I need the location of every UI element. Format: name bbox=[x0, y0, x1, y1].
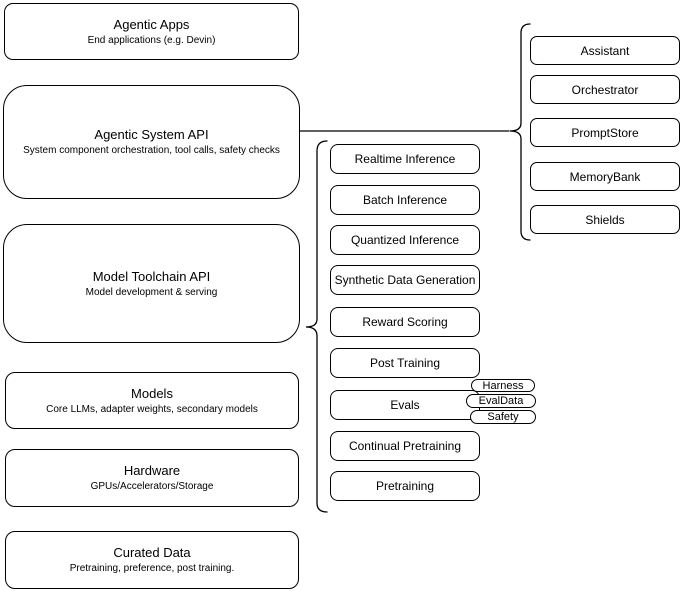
box-subtitle: End applications (e.g. Devin) bbox=[87, 34, 216, 46]
box-subtitle: Model development & serving bbox=[85, 286, 218, 298]
toolchain-node-reward-scoring: Reward Scoring bbox=[330, 307, 480, 337]
toolchain-node-evals: Evals bbox=[330, 390, 480, 420]
toolchain-node-continual-pretraining: Continual Pretraining bbox=[330, 431, 480, 461]
system-node-assistant: Assistant bbox=[530, 36, 680, 65]
system-node-orchestrator: Orchestrator bbox=[530, 75, 680, 104]
box-subtitle: GPUs/Accelerators/Storage bbox=[90, 481, 214, 492]
stack-box-agentic-apps: Agentic Apps End applications (e.g. Devi… bbox=[4, 3, 299, 60]
toolchain-node-post-training: Post Training bbox=[330, 348, 480, 378]
system-group-brace bbox=[509, 23, 531, 241]
toolchain-node-batch-inference: Batch Inference bbox=[330, 185, 480, 215]
system-node-promptstore: PromptStore bbox=[530, 118, 680, 147]
eval-pill-safety: Safety bbox=[470, 410, 536, 424]
box-subtitle: System component orchestration, tool cal… bbox=[23, 145, 280, 156]
box-subtitle: Core LLMs, adapter weights, secondary mo… bbox=[46, 403, 258, 415]
stack-box-curated-data: Curated Data Pretraining, preference, po… bbox=[5, 531, 299, 589]
stack-box-models: Models Core LLMs, adapter weights, secon… bbox=[5, 372, 299, 429]
box-title: Curated Data bbox=[113, 545, 191, 560]
box-subtitle: Pretraining, preference, post training. bbox=[69, 563, 235, 574]
toolchain-node-synthetic-data-generation: Synthetic Data Generation bbox=[330, 265, 480, 295]
box-title: Models bbox=[131, 385, 173, 401]
eval-pill-evaldata: EvalData bbox=[466, 394, 536, 408]
system-node-memorybank: MemoryBank bbox=[530, 162, 680, 191]
eval-pill-harness: Harness bbox=[471, 379, 535, 392]
box-title: Agentic System API bbox=[94, 127, 209, 142]
stack-box-model-toolchain-api: Model Toolchain API Model development & … bbox=[3, 224, 300, 343]
box-title: Agentic Apps bbox=[113, 16, 190, 32]
box-title: Hardware bbox=[123, 463, 181, 478]
toolchain-node-pretraining: Pretraining bbox=[330, 471, 480, 501]
system-node-shields: Shields bbox=[530, 205, 680, 234]
box-title: Model Toolchain API bbox=[92, 268, 211, 284]
toolchain-node-realtime-inference: Realtime Inference bbox=[330, 144, 480, 174]
stack-box-agentic-system-api: Agentic System API System component orch… bbox=[3, 85, 300, 199]
toolchain-group-brace bbox=[305, 140, 328, 513]
stack-box-hardware: Hardware GPUs/Accelerators/Storage bbox=[5, 449, 299, 507]
toolchain-node-quantized-inference: Quantized Inference bbox=[330, 225, 480, 255]
